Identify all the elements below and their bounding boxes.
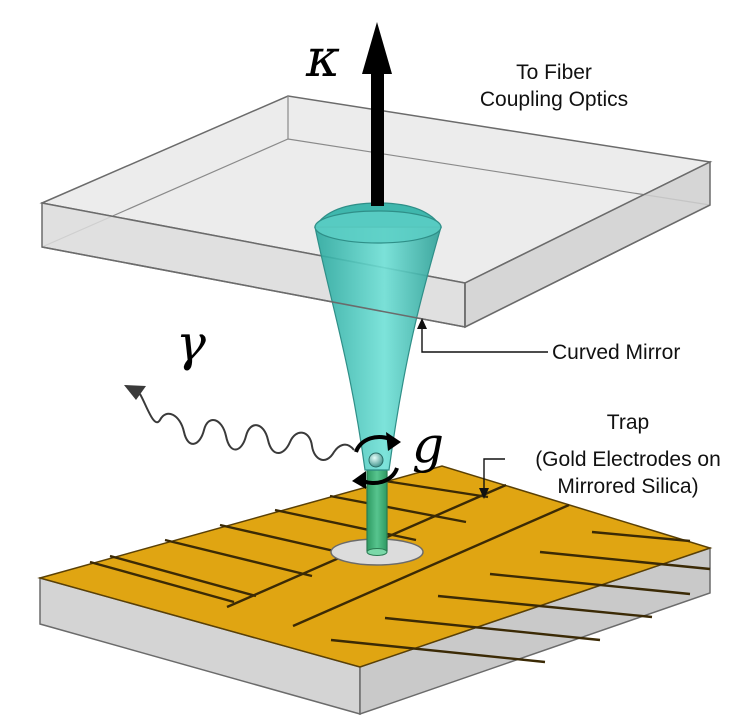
kappa-arrow-shaft: [371, 68, 384, 206]
trap-label-line1: Trap: [607, 411, 649, 434]
beam-upper-cone: [314, 226, 442, 471]
curved-mirror-label: Curved Mirror: [552, 341, 680, 364]
coupling-g-symbol: g: [412, 416, 444, 474]
leader-lines: [417, 318, 548, 499]
beam-lower-end: [366, 548, 388, 556]
curved-mirror-rim: [314, 210, 442, 244]
emission-wavy-line: [139, 393, 355, 461]
spontaneous-emission-photon: [124, 385, 355, 461]
gamma-symbol: γ: [176, 314, 206, 372]
ion-coupling-group: [352, 432, 401, 489]
trap-leader: [483, 458, 505, 490]
coupling-arrowhead-upper: [386, 432, 401, 451]
emission-arrowhead: [124, 385, 146, 400]
trap-label-line2: (Gold Electrodes on: [535, 448, 721, 471]
curved-mirror-leader: [421, 327, 548, 353]
to-fiber-label-line2: Coupling Optics: [480, 88, 628, 111]
trapped-ion: [368, 452, 384, 468]
trap-label-line3: Mirrored Silica): [557, 475, 698, 498]
cavity-mode-beam: [313, 202, 443, 556]
to-fiber-label-line1: To Fiber: [516, 61, 592, 84]
kappa-arrow-head: [362, 22, 392, 74]
kappa-symbol: κ: [305, 29, 340, 89]
trap-slab: [37, 465, 713, 716]
coupling-arrowhead-lower: [352, 471, 366, 489]
kappa-output-arrow: [362, 22, 392, 206]
